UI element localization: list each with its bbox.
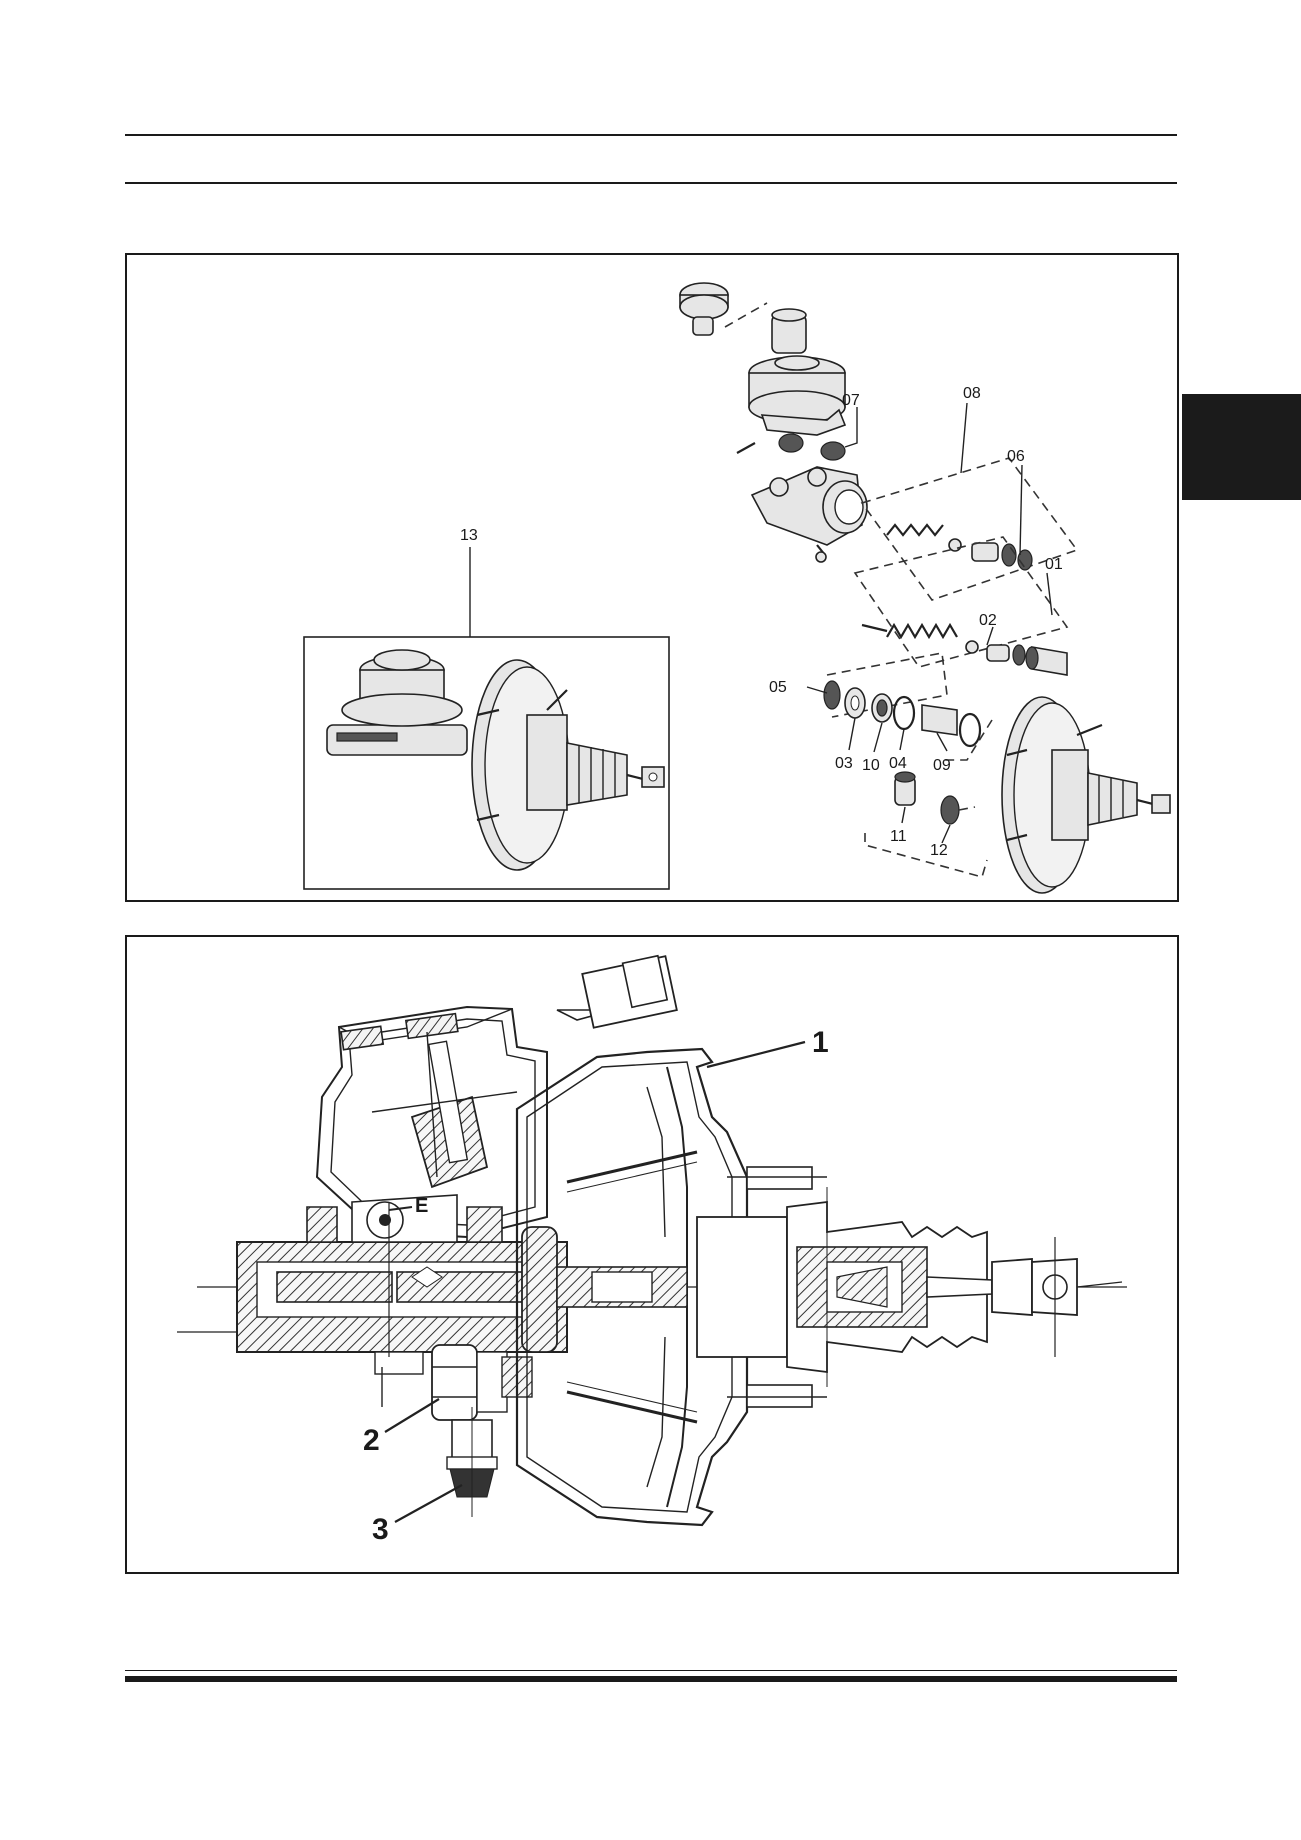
callout-07: 07 [842,392,860,409]
group-08-box [860,457,1079,601]
inset-assembly [303,636,670,890]
callout-11: 11 [890,828,907,845]
leader-1 [706,1040,806,1069]
exploded-view-panel: 13 07 [125,253,1179,902]
reservoir-cap-group [679,282,807,354]
leader-05 [806,686,828,694]
callout-08: 08 [963,385,981,402]
callout-3: 3 [372,1513,389,1546]
leader-01 [1046,572,1053,616]
booster-rear-valve [786,1187,988,1387]
callout-04: 04 [889,755,907,772]
marker-e: E [415,1195,428,1217]
callout-03: 03 [835,755,853,772]
callout-09: 09 [933,757,951,774]
leader-2 [384,1398,440,1433]
header-rule-top [125,134,1177,136]
footer-rule-thick [125,1676,1177,1682]
group-01-box [853,536,1069,668]
master-cylinder-section [236,1194,568,1407]
leader-06 [1019,464,1023,556]
fittings-11-12 [894,771,976,825]
section-view-panel: E [125,935,1179,1574]
pressure-sensor [446,1407,498,1517]
callout-06: 06 [1007,448,1025,465]
footer-rule-thin [125,1670,1177,1671]
callout-1: 1 [812,1026,829,1059]
leader-07 [844,407,858,448]
header-rule-bottom [125,182,1177,184]
leader-11 [901,806,906,824]
callout-05: 05 [769,679,787,696]
section-view-drawing: E [177,954,1127,1546]
reservoir-section [315,1005,548,1239]
push-rod-clevis [926,1237,1123,1357]
booster-exploded [1001,696,1171,894]
secondary-piston-parts [861,622,1068,676]
callout-13: 13 [460,527,478,544]
callout-2: 2 [363,1424,380,1457]
leader-04 [899,728,905,751]
master-cylinder-body [750,466,868,563]
callout-01: 01 [1045,556,1063,573]
leader-02 [986,626,994,646]
exploded-view-drawing: 13 07 [303,282,1171,894]
seal-row [823,680,982,748]
sensor-connector [556,954,678,1029]
leader-03 [848,717,856,751]
reservoir [736,355,847,461]
chapter-tab [1182,394,1301,500]
callout-10: 10 [862,757,880,774]
leader-09 [936,732,948,752]
leader-08 [960,402,968,474]
vacuum-booster-section [515,1047,827,1527]
leader-10 [873,722,883,753]
leader-3 [394,1484,463,1523]
leader-12 [941,824,951,844]
callout-12: 12 [930,842,948,859]
callout-02: 02 [979,612,997,629]
